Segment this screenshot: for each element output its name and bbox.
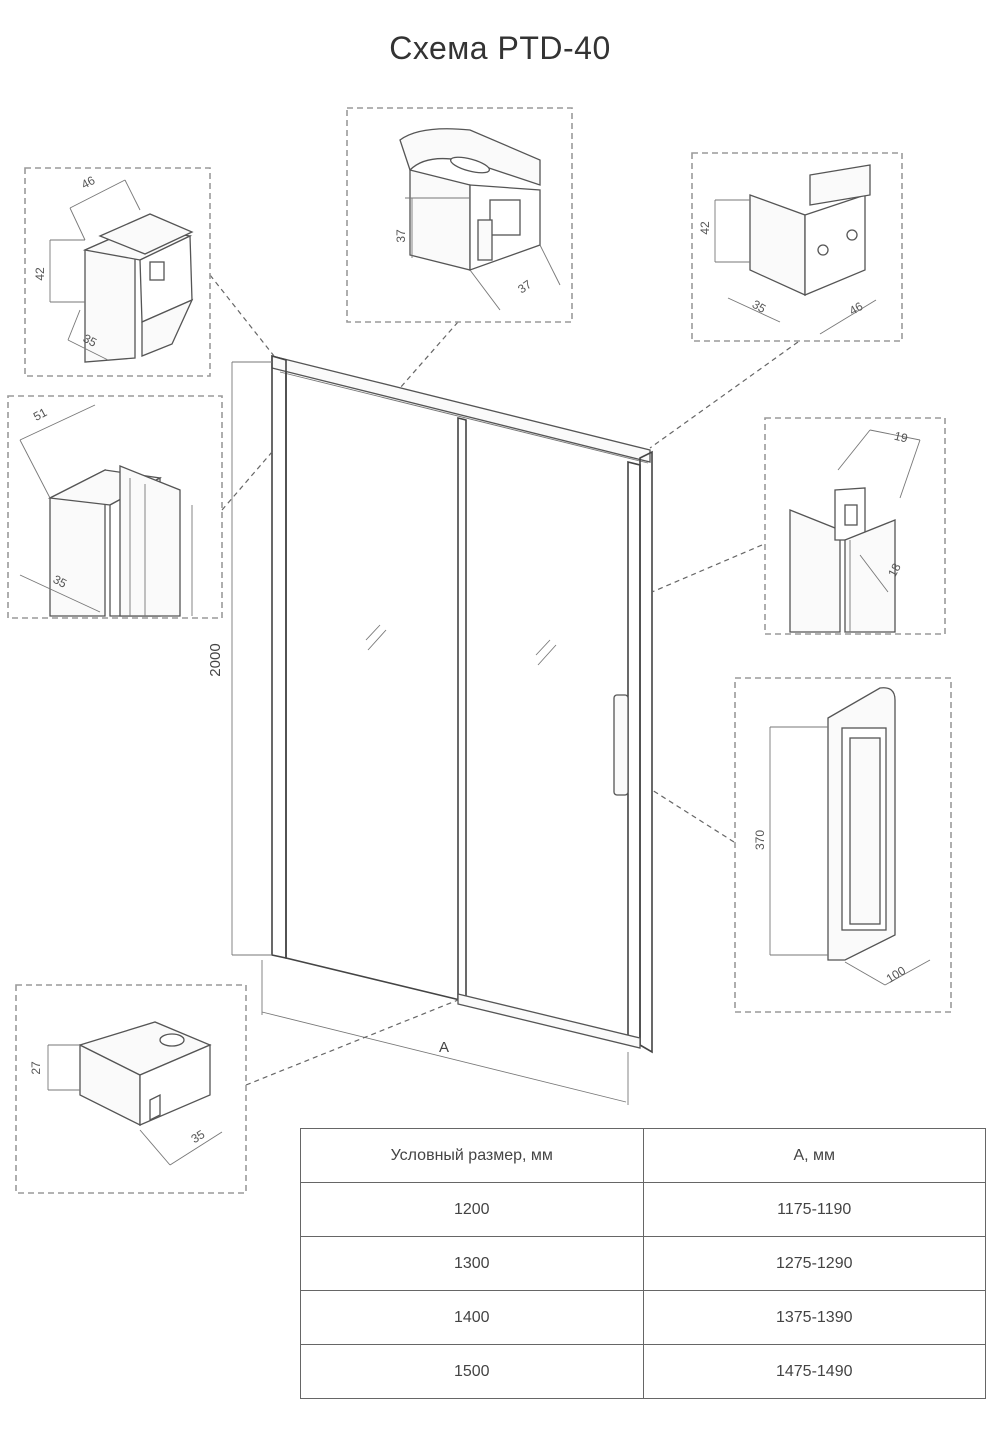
top-left-width: 46 [79, 173, 98, 192]
table-cell-size: 1400 [300, 1290, 644, 1345]
left-profile-bottom: 35 [51, 572, 70, 591]
top-right-height: 42 [698, 221, 712, 235]
leader-lines [209, 274, 799, 1086]
door-assembly: 2000 A [207, 354, 653, 1105]
table-row: 1500 1475-1490 [300, 1344, 986, 1399]
top-rail [271, 355, 651, 463]
height-dimension [231, 361, 272, 956]
top-center-height: 37 [394, 229, 408, 243]
detail-left-wall-profile [7, 395, 223, 619]
right-profile-bottom: 18 [885, 561, 904, 580]
door-handle [613, 694, 629, 796]
table-cell-size: 1200 [300, 1182, 644, 1237]
sliding-door-right-profile [627, 460, 641, 1047]
top-right-depth: 35 [750, 297, 769, 316]
height-label: 2000 [207, 643, 224, 676]
table-row: 1400 1375-1390 [300, 1290, 986, 1345]
table-cell-range: 1275-1290 [642, 1236, 986, 1291]
table-cell-range: 1375-1390 [642, 1290, 986, 1345]
detail-right-profile [764, 417, 946, 635]
table-cell-range: 1175-1190 [642, 1182, 986, 1237]
size-table: Условный размер, мм A, мм 1200 1175-1190… [300, 1128, 986, 1399]
fixed-panel-glass-edge [285, 372, 461, 1001]
table-header-row: Условный размер, мм A, мм [300, 1128, 986, 1183]
width-a-label: A [439, 1039, 449, 1056]
top-left-height: 42 [33, 267, 47, 281]
top-center-depth: 37 [515, 277, 534, 296]
table-cell-size: 1500 [300, 1344, 644, 1399]
table-cell-size: 1300 [300, 1236, 644, 1291]
detail-top-right-bracket [691, 152, 903, 342]
glass-reflection-marks [365, 624, 557, 666]
table-cell-range: 1475-1490 [642, 1344, 986, 1399]
bottom-rail [457, 993, 641, 1049]
width-dimension [261, 960, 629, 1105]
detail-bottom-bracket [15, 984, 247, 1194]
detail-top-left-bracket [24, 167, 211, 377]
handle-width: 100 [884, 963, 909, 986]
right-profile-top: 19 [893, 429, 910, 446]
wall-profile-right [639, 450, 653, 1054]
bottom-bracket-height: 27 [29, 1061, 43, 1075]
fixed-panel-wall-profile [271, 354, 287, 959]
top-left-depth: 35 [81, 331, 100, 350]
table-row: 1200 1175-1190 [300, 1182, 986, 1237]
left-profile-top: 51 [31, 405, 50, 424]
handle-length: 370 [753, 830, 767, 850]
header-a-range: A, мм [642, 1128, 986, 1183]
detail-handle [734, 677, 952, 1013]
sliding-door-left-profile [457, 416, 467, 1002]
detail-top-center-clamp [346, 107, 573, 323]
table-row: 1300 1275-1290 [300, 1236, 986, 1291]
diagram-title: Схема PTD-40 [389, 30, 611, 66]
top-right-width: 46 [847, 299, 866, 318]
header-nominal-size: Условный размер, мм [300, 1128, 644, 1183]
